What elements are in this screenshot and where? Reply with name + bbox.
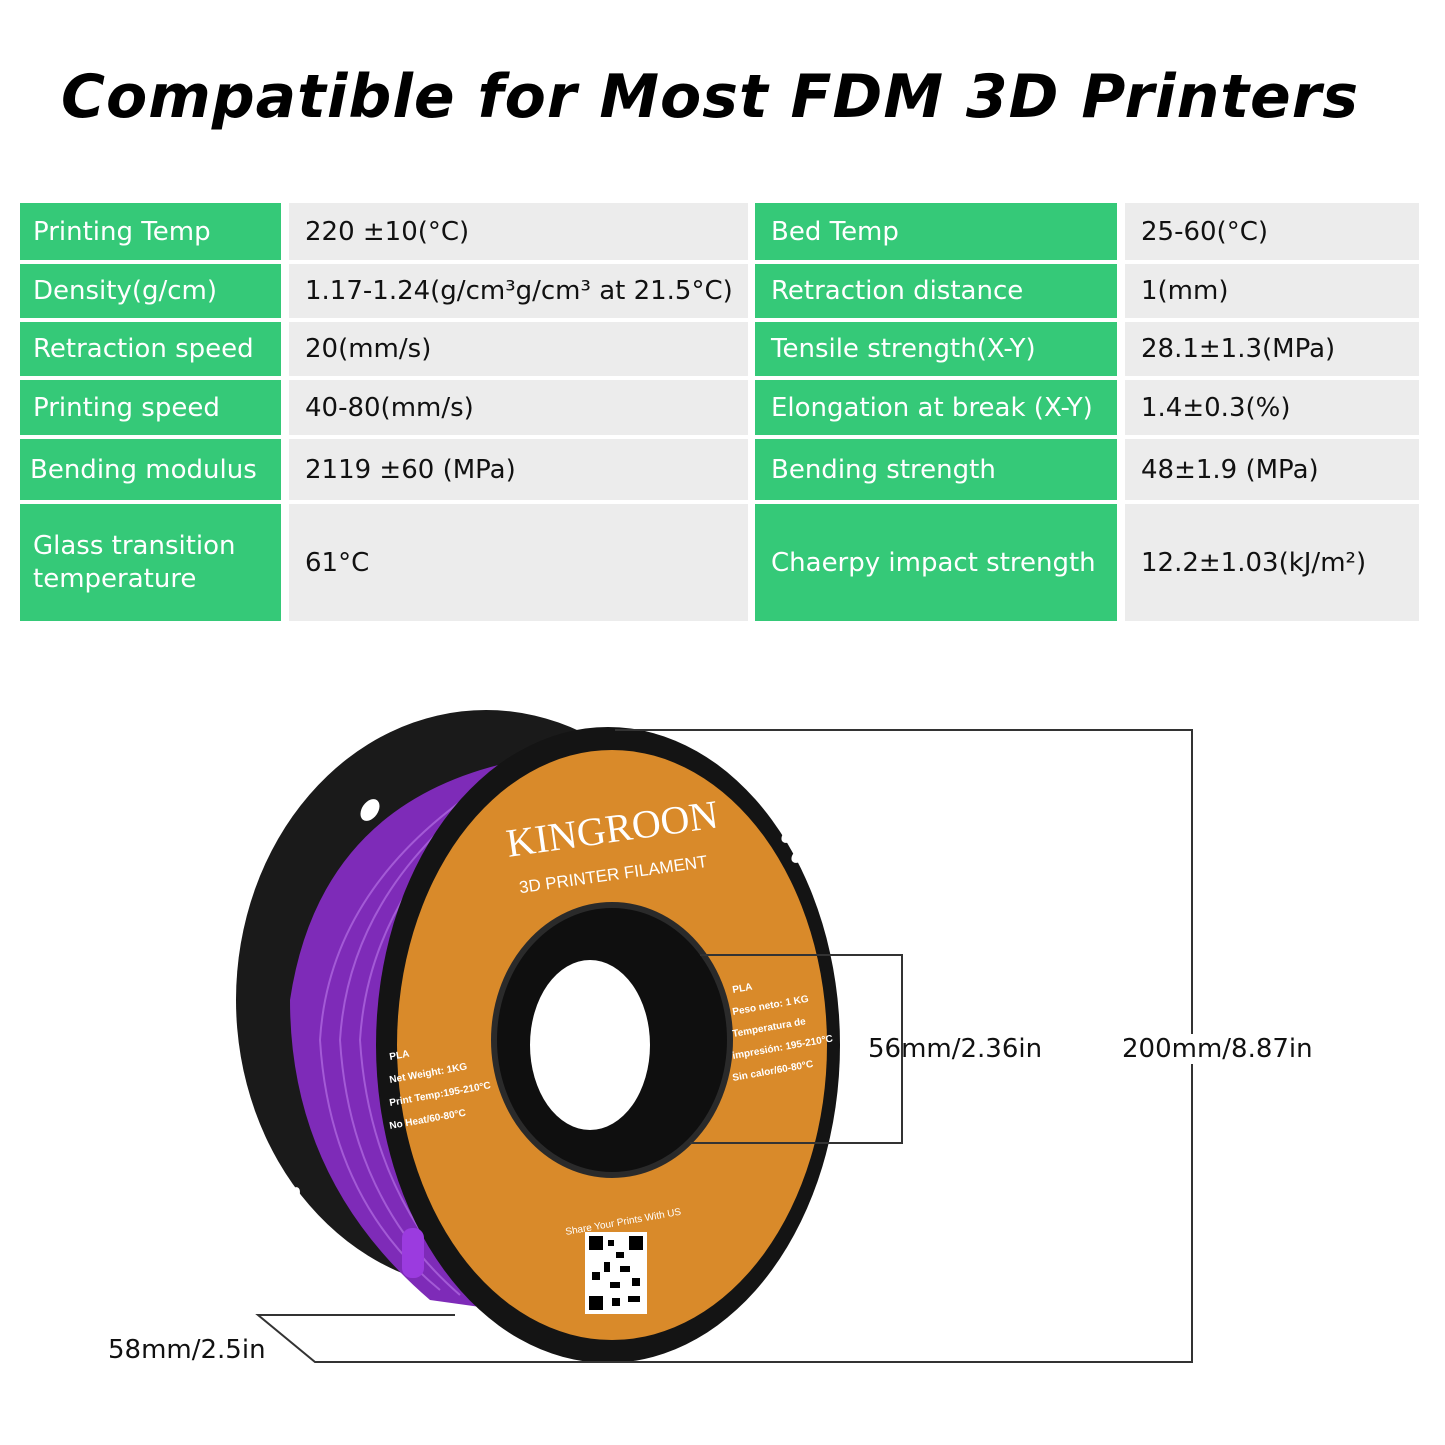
spec-label-printing-temp: Printing Temp	[20, 203, 281, 260]
spool-width-label: 58mm/2.5in	[108, 1335, 266, 1365]
spec-value-bending-modulus: 2119 ±60 (MPa)	[289, 439, 748, 500]
spec-value-tensile-strength: 28.1±1.3(MPa)	[1125, 322, 1419, 376]
spec-label-elongation: Elongation at break (X-Y)	[755, 380, 1117, 435]
flange-hole	[360, 799, 380, 821]
flange-hole	[791, 847, 809, 863]
spec-value-bending-strength: 48±1.9 (MPa)	[1125, 439, 1419, 500]
page-title: Compatible for Most FDM 3D Printers	[60, 62, 1360, 132]
label-right-line: PLA	[732, 982, 754, 996]
spec-label-glass-transition: Glass transition temperature	[20, 504, 281, 621]
spec-value-density: 1.17-1.24(g/cm³g/cm³ at 21.5°C)	[289, 264, 748, 318]
spec-value-retraction-distance: 1(mm)	[1125, 264, 1419, 318]
filament-clip	[402, 1228, 424, 1278]
flange-hole	[302, 1217, 318, 1239]
spec-value-bed-temp: 25-60(°C)	[1125, 203, 1419, 260]
spec-value-elongation: 1.4±0.3(%)	[1125, 380, 1419, 435]
flange-hole	[284, 1187, 300, 1209]
spec-label-bending-modulus: Bending modulus	[20, 439, 281, 500]
spec-value-retraction-speed: 20(mm/s)	[289, 322, 748, 376]
spec-label-retraction-distance: Retraction distance	[755, 264, 1117, 318]
hub-diameter-label: 56mm/2.36in	[868, 1034, 1043, 1064]
flange-hole	[781, 827, 799, 843]
spec-value-printing-speed: 40-80(mm/s)	[289, 380, 748, 435]
label-left-line: PLA	[389, 1049, 411, 1063]
spec-label-bending-strength: Bending strength	[755, 439, 1117, 500]
filament-winding	[290, 742, 580, 1318]
spec-label-charpy-impact: Chaerpy impact strength	[755, 504, 1117, 621]
spec-label-density: Density(g/cm)	[20, 264, 281, 318]
spool-diameter-label: 200mm/8.87in	[1122, 1034, 1313, 1064]
spec-value-glass-transition: 61°C	[289, 504, 748, 621]
spec-label-tensile-strength: Tensile strength(X-Y)	[755, 322, 1117, 376]
qr-code-icon	[585, 1232, 647, 1314]
spec-value-charpy-impact: 12.2±1.03(kJ/m²)	[1125, 504, 1419, 621]
spec-value-printing-temp: 220 ±10(°C)	[289, 203, 748, 260]
dimension-lines	[255, 729, 1193, 1363]
spool-hub-hole	[530, 960, 650, 1130]
spec-label-printing-speed: Printing speed	[20, 380, 281, 435]
spec-label-retraction-speed: Retraction speed	[20, 322, 281, 376]
spec-label-bed-temp: Bed Temp	[755, 203, 1117, 260]
